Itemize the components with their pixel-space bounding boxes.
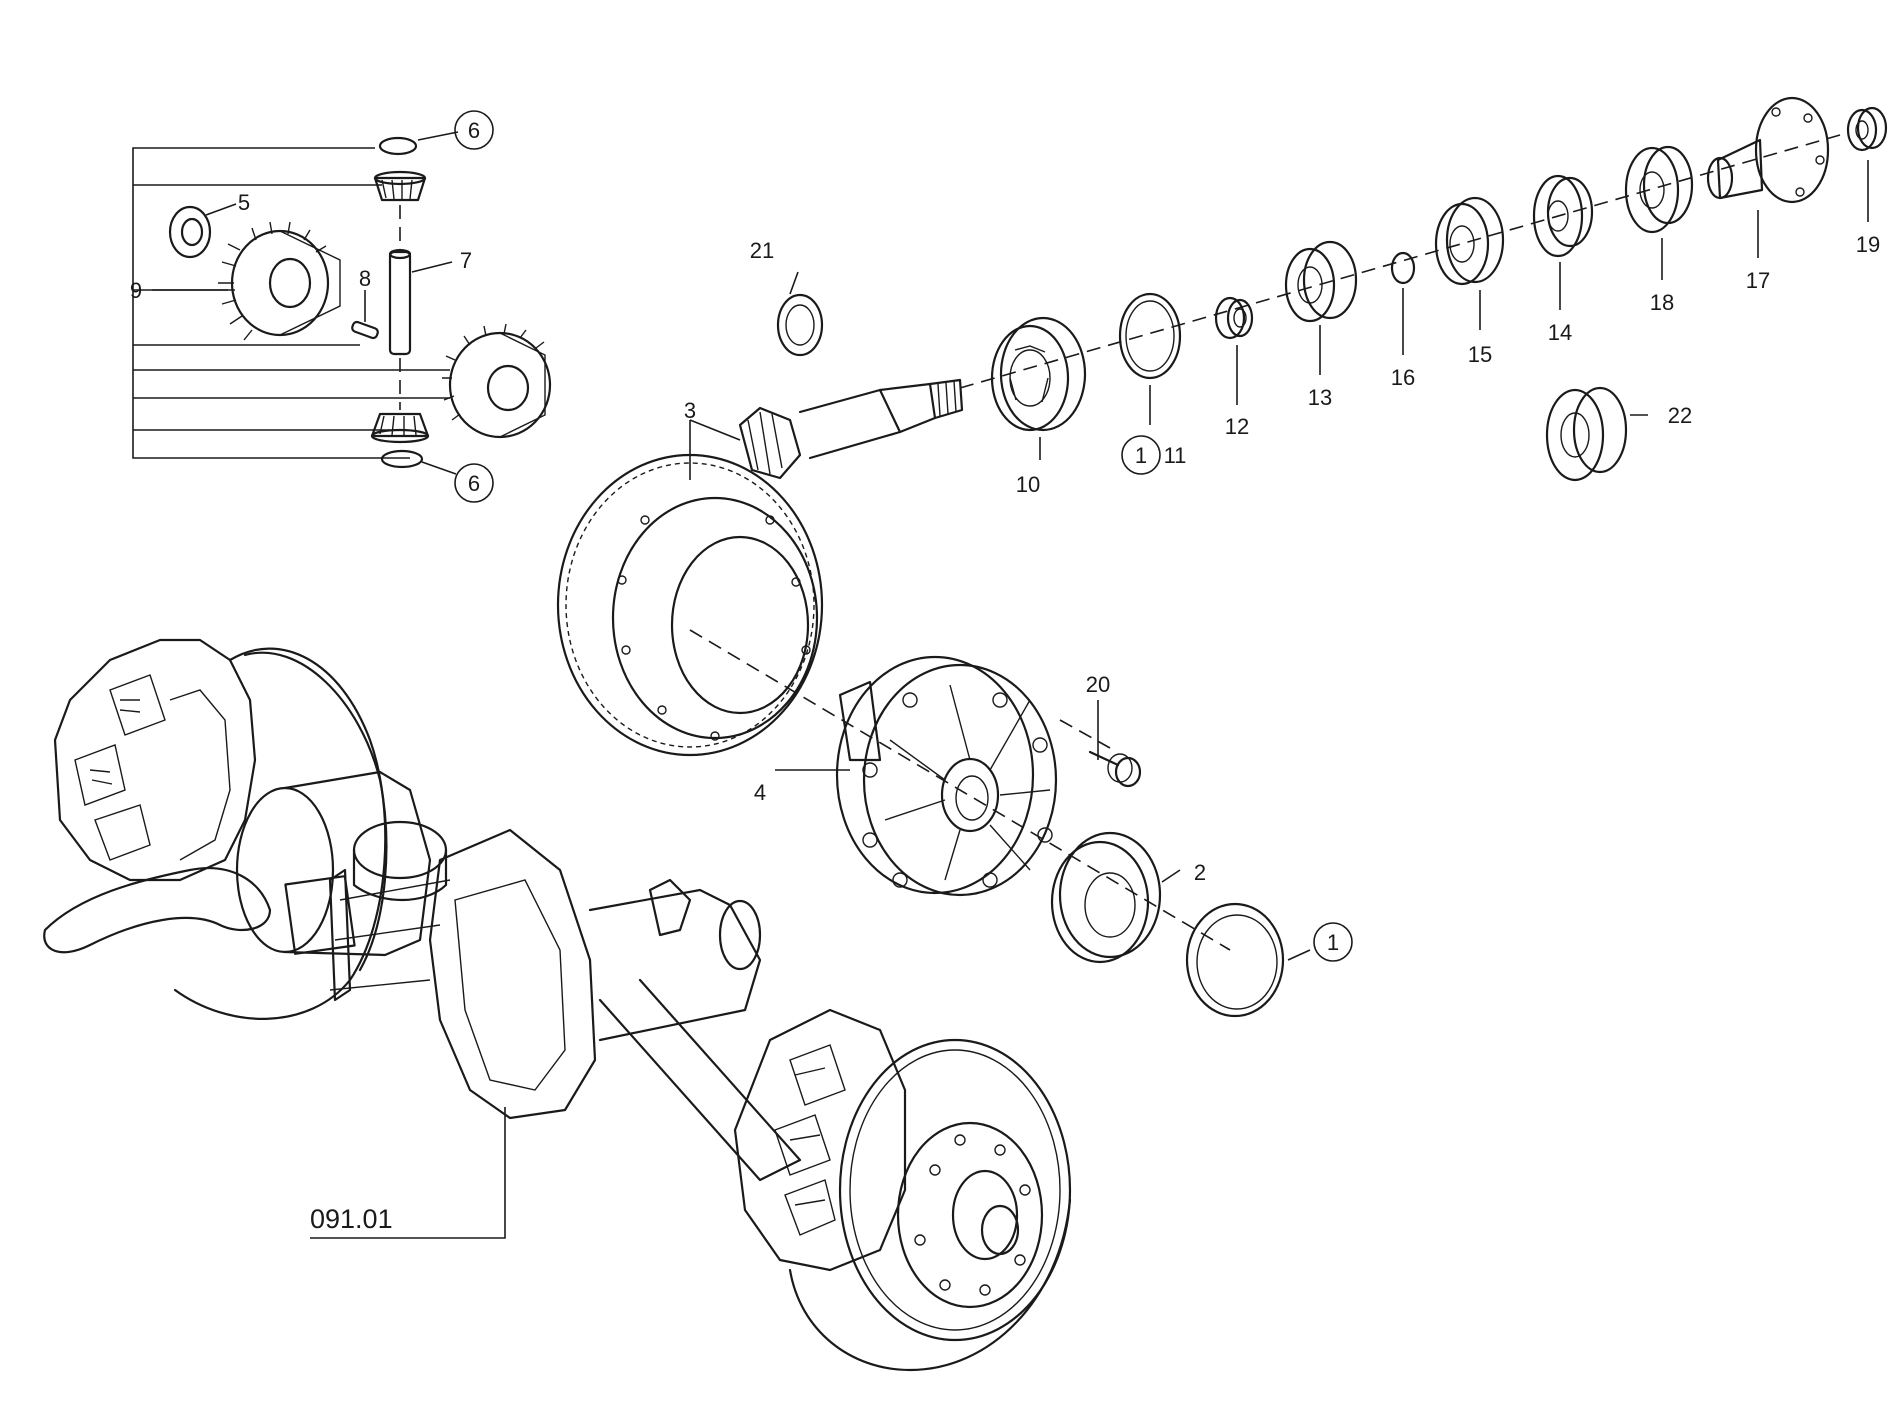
left-caliper	[53, 638, 257, 882]
thrust-washer-bottom	[380, 449, 424, 469]
leader-lines	[152, 131, 1869, 1239]
oil-seal-15	[1434, 196, 1505, 286]
left-brake-disc	[173, 647, 388, 1020]
shim-1	[1185, 902, 1285, 1018]
callout-17: 17	[1746, 268, 1770, 293]
drive-pinion	[738, 378, 964, 480]
differential-housing	[328, 820, 597, 1120]
callout-11: 11	[1164, 443, 1187, 468]
callout-5: 5	[238, 190, 250, 215]
pinion-bearing-13	[1284, 240, 1358, 323]
callout-18: 18	[1650, 290, 1674, 315]
callout-2: 2	[1194, 860, 1206, 885]
pinion-bearing-10	[990, 316, 1087, 432]
rear-axle-assembly	[43, 638, 1072, 1372]
callout-9: 9	[130, 278, 142, 303]
callout-6-bottom: 6	[468, 471, 480, 496]
differential-case	[835, 655, 1058, 897]
callout-22: 22	[1668, 403, 1692, 428]
locking-pin	[351, 320, 379, 340]
washer-5	[168, 205, 212, 259]
callout-12: 12	[1225, 414, 1249, 439]
reference-number: 091.01	[310, 1204, 393, 1234]
callout-3: 3	[684, 398, 696, 423]
right-hub	[896, 1121, 1044, 1309]
ring-gear-and-case	[556, 453, 1285, 1018]
carrier-bearing	[1050, 831, 1162, 964]
pinion-shaft-assembly	[738, 96, 1888, 482]
callout-10: 10	[1016, 472, 1040, 497]
callout-14: 14	[1548, 320, 1572, 345]
callout-13: 13	[1308, 385, 1332, 410]
side-gear-right	[442, 323, 552, 439]
callout-15: 15	[1468, 342, 1492, 367]
drive-flange-17	[1706, 96, 1830, 204]
callout-labels: 6 6 5 7 8 9 3 4 21 10 1 11 12 13 16 15 1…	[130, 118, 1880, 1234]
washer-21	[776, 293, 824, 357]
flange-nut-19	[1846, 106, 1888, 152]
callout-1-shim: 1	[1135, 443, 1147, 468]
callout-7: 7	[460, 248, 472, 273]
right-axle-tube	[588, 878, 802, 1182]
right-brake-disc	[788, 1038, 1072, 1372]
callout-1: 1	[1327, 930, 1339, 955]
pinion-gear-top	[373, 170, 427, 202]
callout-circles	[454, 110, 1353, 962]
dust-cover-18	[1624, 145, 1694, 234]
washer-16	[1390, 251, 1416, 285]
ring-gear-bolt	[1059, 719, 1142, 788]
differential-gear-set	[132, 136, 552, 469]
ring-gear	[556, 453, 824, 757]
left-axle-tube	[235, 770, 432, 957]
deflector-14	[1532, 174, 1594, 258]
side-gear-left	[218, 221, 341, 341]
spacer-12	[1214, 296, 1254, 340]
callout-6-top: 6	[468, 118, 480, 143]
pinion-gear-bottom	[370, 412, 430, 444]
thrust-washer-top	[378, 136, 418, 156]
cross-pin	[388, 248, 412, 356]
left-trailing-arm	[43, 867, 272, 954]
callout-20: 20	[1086, 672, 1110, 697]
callout-4: 4	[754, 780, 766, 805]
callout-8: 8	[359, 266, 371, 291]
callout-16: 16	[1391, 365, 1415, 390]
callout-19: 19	[1856, 232, 1880, 257]
right-caliper	[733, 1008, 907, 1272]
oil-seal-22	[1545, 386, 1628, 482]
callout-21: 21	[750, 238, 774, 263]
shim-11	[1118, 292, 1182, 380]
